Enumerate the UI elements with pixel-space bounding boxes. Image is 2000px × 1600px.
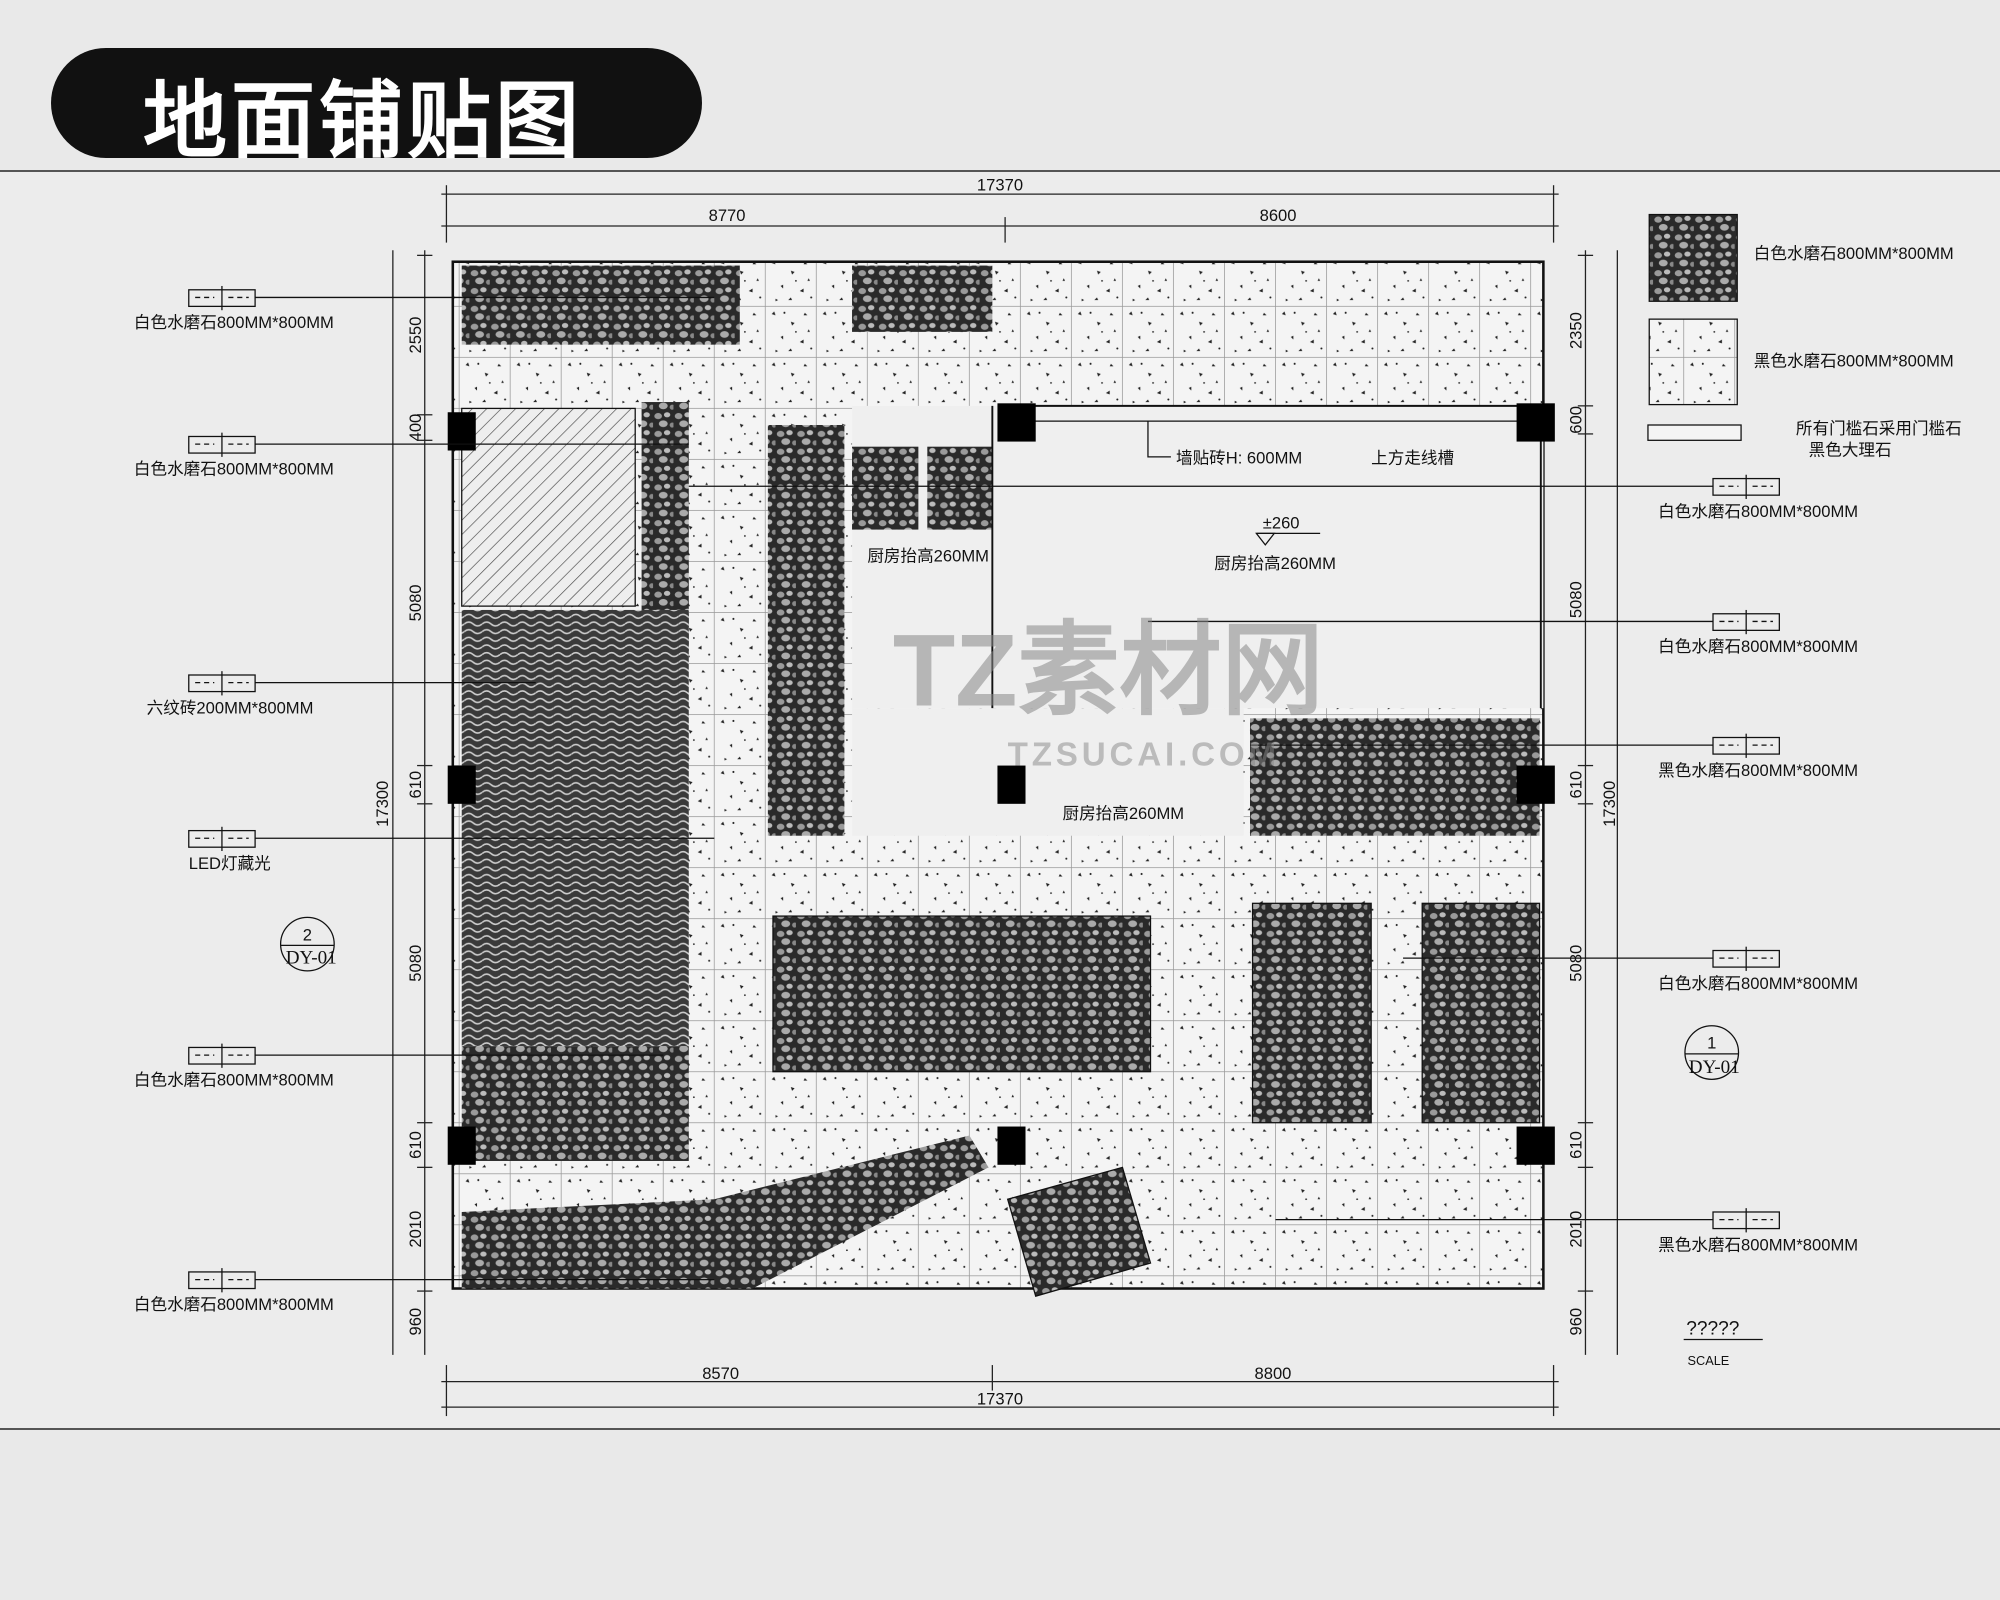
dim-left-segment: 400	[406, 414, 425, 442]
black-terrazzo-zone	[1251, 902, 1372, 1124]
black-terrazzo-zone	[461, 1135, 989, 1289]
black-terrazzo-zone	[461, 1046, 689, 1161]
scale-label: SCALE	[1688, 1353, 1730, 1368]
dim-right-segment: 610	[1567, 771, 1586, 799]
section-mark-number: 2	[303, 925, 312, 944]
section-mark-ref: DY-01	[286, 947, 337, 968]
column	[1516, 403, 1555, 442]
callout-label: 白色水磨石800MM*800MM	[134, 1071, 334, 1090]
callout-left[interactable]: 白色水磨石800MM*800MM	[134, 432, 689, 479]
watermark: TZ素材网	[893, 614, 1324, 728]
legend-label-2: 黑色大理石	[1809, 441, 1892, 460]
wall-tile-note: 墙贴砖H: 600MM	[1176, 448, 1302, 467]
callout-label: 白色水磨石800MM*800MM	[134, 1295, 334, 1314]
callout-left[interactable]: 六纹砖200MM*800MM	[147, 671, 536, 717]
callout-label: 黑色水磨石800MM*800MM	[1658, 1235, 1858, 1254]
dim-top-left: 8770	[709, 206, 746, 225]
legend-label: 白色水磨石800MM*800MM	[1754, 244, 1954, 263]
title-banner: 地面铺贴图	[51, 48, 702, 170]
dim-left-segment: 2010	[406, 1211, 425, 1248]
black-terrazzo-zone	[767, 425, 845, 836]
legend: 白色水磨石800MM*800MM 黑色水磨石800MM*800MM 所有门槛石采…	[1647, 213, 1962, 460]
section-mark-number: 1	[1707, 1034, 1716, 1053]
dim-right-segment: 5080	[1567, 581, 1586, 618]
dim-bottom-left: 8570	[702, 1364, 739, 1383]
dim-left-segment: 610	[406, 771, 425, 799]
callout-label: 白色水磨石800MM*800MM	[134, 460, 334, 479]
column	[997, 403, 1036, 442]
callout-label: 白色水磨石800MM*800MM	[1658, 637, 1858, 656]
callout-label: 六纹砖200MM*800MM	[147, 698, 314, 717]
callout-right[interactable]: 白色水磨石800MM*800MM	[1147, 609, 1858, 656]
wiring-note: 上方走线槽	[1371, 448, 1454, 467]
black-terrazzo-zone	[1006, 1166, 1152, 1297]
dim-left-segment: 610	[406, 1131, 425, 1159]
dim-left-segment: 5080	[406, 584, 425, 621]
column	[997, 1126, 1026, 1165]
watermark-sub: TZSUCAI.COM	[1008, 737, 1280, 774]
dim-left-segment: 2550	[406, 317, 425, 354]
black-terrazzo-zone	[852, 265, 993, 332]
callout-label: 白色水磨石800MM*800MM	[1658, 502, 1858, 521]
callout-right[interactable]: 黑色水磨石800MM*800MM	[1275, 1208, 1859, 1254]
dim-left-total: 17300	[373, 781, 392, 827]
section-mark-ref: DY-01	[1689, 1057, 1740, 1078]
callout-left[interactable]: 白色水磨石800MM*800MM	[134, 285, 715, 332]
raised-floor-note: 厨房抬高260MM	[1214, 554, 1336, 573]
column	[447, 1126, 476, 1165]
column	[1516, 765, 1555, 804]
dim-right-segment: 960	[1567, 1308, 1586, 1336]
dim-right-segment: 600	[1567, 406, 1586, 434]
section-mark-1[interactable]: 1 DY-01	[1684, 1025, 1740, 1080]
kitchen-raised-area-lower	[852, 708, 1244, 836]
callout-label: 白色水磨石800MM*800MM	[1658, 974, 1858, 993]
dim-right-total: 17300	[1600, 781, 1619, 827]
callout-label: LED灯藏光	[189, 854, 271, 873]
raised-floor-note: 厨房抬高260MM	[1063, 804, 1185, 823]
callout-left[interactable]: 白色水磨石800MM*800MM	[134, 1268, 715, 1314]
hatched-zone	[461, 407, 636, 607]
dim-left-segment: 960	[406, 1308, 425, 1336]
dim-right-segment: 2350	[1567, 312, 1586, 349]
callout-right[interactable]: 白色水磨石800MM*800MM	[1403, 946, 1858, 993]
dim-left-segment: 5080	[406, 945, 425, 982]
callout-label: 黑色水磨石800MM*800MM	[1658, 761, 1858, 780]
column	[447, 765, 476, 804]
column	[1516, 1126, 1555, 1165]
dim-right-segment: 2010	[1567, 1211, 1586, 1248]
callout-right[interactable]: 白色水磨石800MM*800MM	[688, 474, 1858, 521]
black-terrazzo-zone	[927, 446, 993, 530]
dim-bottom-right: 8800	[1255, 1364, 1292, 1383]
callout-label: 白色水磨石800MM*800MM	[134, 313, 334, 332]
dim-top-right: 8600	[1260, 206, 1297, 225]
black-terrazzo-zone	[852, 446, 919, 530]
legend-label: 黑色水磨石800MM*800MM	[1754, 351, 1954, 370]
scale-title: ?????	[1686, 1318, 1739, 1339]
black-terrazzo-zone	[772, 915, 1152, 1073]
dim-right-segment: 5080	[1567, 945, 1586, 982]
page-title: 地面铺贴图	[143, 72, 584, 170]
column	[997, 765, 1026, 804]
legend-label: 所有门槛石采用门槛石	[1796, 419, 1962, 438]
structural-columns	[447, 403, 1555, 1165]
black-terrazzo-zone	[641, 402, 689, 651]
dim-bottom-total: 17370	[977, 1390, 1023, 1409]
wood-grain-tile-zone	[461, 609, 689, 1047]
black-terrazzo-zone	[1250, 718, 1540, 836]
dim-top-total: 17370	[977, 175, 1023, 194]
callout-left[interactable]: LED灯藏光	[188, 826, 715, 873]
dim-right-segment: 610	[1567, 1131, 1586, 1159]
raised-floor-note: 厨房抬高260MM	[867, 546, 989, 565]
callout-right[interactable]: 黑色水磨石800MM*800MM	[1250, 733, 1858, 780]
black-terrazzo-zone	[461, 265, 740, 345]
black-terrazzo-zone	[1421, 902, 1541, 1124]
level-mark: ±260	[1263, 513, 1300, 532]
section-mark-2[interactable]: 2 DY-01	[279, 916, 337, 972]
callout-left[interactable]: 白色水磨石800MM*800MM	[134, 1043, 664, 1090]
